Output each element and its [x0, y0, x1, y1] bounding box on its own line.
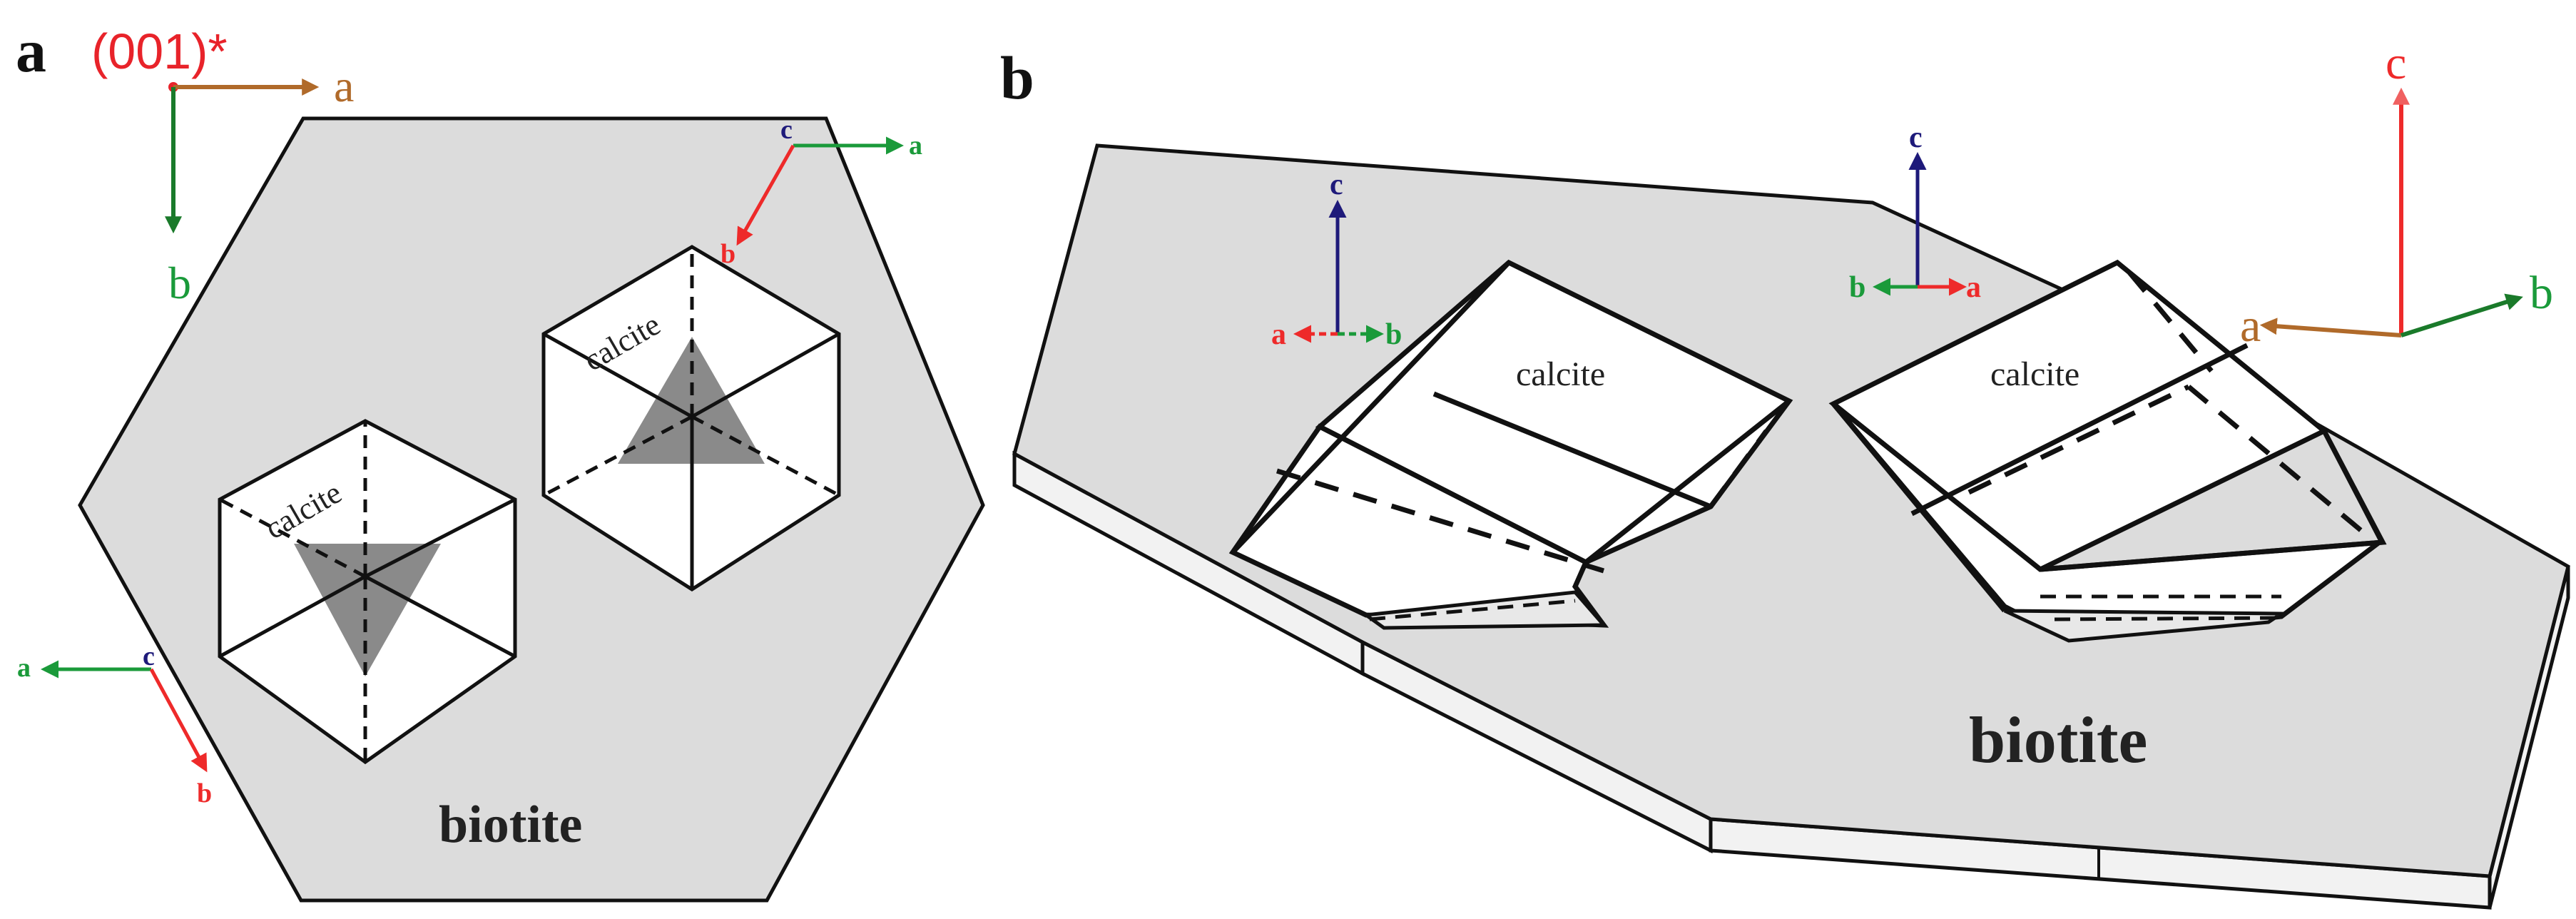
axis-a-label: a	[2240, 300, 2261, 352]
axis-b-arrow	[2401, 293, 2523, 337]
cube-edge	[691, 332, 840, 419]
panel-a-reference-axes: a b	[165, 61, 354, 308]
panel-b: b calcite	[1000, 37, 2570, 910]
axis-b-label: b	[168, 258, 191, 308]
axis-b-label: b	[1849, 271, 1865, 304]
axis-b-label: b	[721, 239, 735, 269]
hidden-edge	[218, 497, 367, 579]
axis-b-arrow	[736, 144, 795, 246]
axis-b-label: b	[2530, 267, 2553, 319]
hidden-edge	[1709, 429, 1768, 509]
panel-a-label: a	[16, 16, 46, 85]
calcite-crystal-2: calcite	[541, 245, 841, 591]
triangle-face	[618, 337, 765, 464]
plane-label: (001)*	[91, 24, 228, 79]
cube-edge	[364, 574, 516, 659]
axis-a-label: a	[1966, 271, 1981, 304]
triangle-face	[294, 544, 441, 676]
hidden-edge	[691, 415, 840, 497]
biotite-label: biotite	[1969, 704, 2147, 776]
calcite-crystal-left: calcite	[1228, 259, 1793, 630]
crystal-edge	[1432, 391, 1712, 509]
panel-b-crystal-axes-left: c a b	[1271, 168, 1402, 351]
axis-b-label: b	[197, 778, 212, 808]
calcite-label: calcite	[1516, 355, 1605, 393]
axis-c-label: c	[1909, 121, 1923, 154]
cube-edge	[364, 497, 516, 579]
axis-a-arrow	[2259, 318, 2402, 337]
cube-edge	[542, 332, 693, 419]
axis-a-label: a	[909, 131, 922, 161]
hidden-edge	[2127, 270, 2214, 373]
crystal-edge	[1231, 260, 1511, 554]
axis-a-label: a	[334, 61, 354, 111]
axis-a-label: a	[1271, 318, 1286, 351]
panel-b-reference-axes: c a b	[2240, 37, 2553, 352]
biotite-hexagon	[78, 116, 985, 903]
biotite-slab	[1012, 143, 2570, 878]
axis-b-label: b	[1385, 318, 1402, 351]
calcite-crystal-right: calcite	[1828, 259, 2387, 643]
hidden-edge	[542, 415, 693, 497]
axis-c-label: c	[2386, 37, 2406, 89]
axis-b-arrow	[149, 668, 208, 773]
panel-a: a (001)* a b c a b a c b	[16, 16, 985, 903]
hidden-edge	[2054, 616, 2276, 621]
axis-c-label: c	[1330, 168, 1343, 201]
panel-b-label: b	[1000, 44, 1034, 112]
hidden-edge	[1276, 468, 1605, 574]
cube-edge	[218, 574, 367, 659]
axis-c-label: c	[143, 641, 155, 671]
crystal-edge	[2040, 539, 2383, 572]
calcite-crystal-1: calcite	[218, 419, 517, 765]
axis-a-label: a	[17, 653, 31, 683]
panel-a-crystal-axes-lower: a c b	[17, 641, 212, 808]
crystal-edge	[1831, 402, 2007, 613]
crystal-edge	[1910, 342, 2249, 517]
hidden-edge	[1967, 384, 2190, 495]
calcite-label: calcite	[1990, 355, 2079, 393]
panel-a-crystal-axes-upper: c a b	[721, 115, 922, 269]
crystal-edge	[1584, 399, 1791, 564]
panel-b-crystal-axes-mid: c b a	[1849, 121, 1981, 304]
biotite-label: biotite	[439, 796, 582, 854]
hidden-edge	[1369, 599, 1576, 621]
axis-c-label: c	[780, 115, 793, 145]
